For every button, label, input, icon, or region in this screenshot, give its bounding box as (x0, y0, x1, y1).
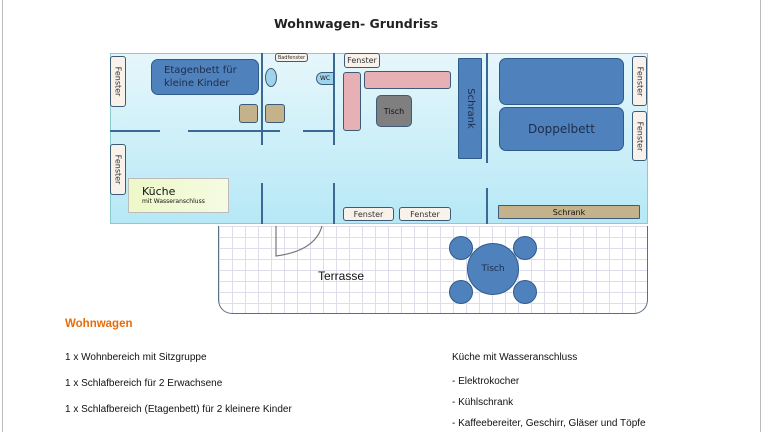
window-right-bottom: Fenster (632, 111, 647, 161)
window-label: Fenster (410, 209, 440, 219)
kitchen-heading: Küche mit Wasseranschluss (452, 352, 578, 363)
wall (110, 130, 160, 132)
window-label: Fenster (347, 56, 377, 65)
feature-item: 1 x Schlafbereich für 2 Erwachsene (65, 378, 223, 389)
kitchen-label: Küche (142, 185, 176, 198)
terrace-label: Terrasse (318, 269, 365, 283)
bunk-bed: Etagenbett für kleine Kinder (151, 59, 259, 95)
stool (239, 104, 258, 123)
window-bottom-2: Fenster (399, 207, 451, 221)
stool (265, 104, 285, 123)
sink-icon (265, 68, 277, 87)
wardrobe-vertical: Schrank (458, 58, 482, 159)
page-edge-right (760, 0, 761, 432)
table-label: Tisch (383, 106, 405, 116)
window-left-top: Fenster (110, 56, 126, 107)
wardrobe-label: Schrank (464, 88, 476, 129)
wall (486, 188, 488, 224)
kitchen: Küche mit Wasseranschluss (128, 178, 229, 213)
toilet-icon: WC (316, 72, 334, 85)
bathroom-window-label: Badfenster (277, 54, 306, 61)
wardrobe-horizontal: Schrank (498, 205, 640, 219)
wall (261, 183, 263, 224)
door-swing-icon (275, 226, 323, 257)
wall (303, 130, 333, 132)
window-label: Fenster (635, 66, 645, 96)
table: Tisch (376, 95, 412, 127)
double-bed-top (499, 58, 624, 105)
wall (333, 53, 335, 145)
wall (333, 183, 335, 224)
kitchen-sublabel: mit Wasseranschluss (142, 198, 205, 205)
wall (188, 130, 280, 132)
window-right-top: Fenster (632, 56, 647, 106)
terrace (218, 226, 648, 314)
section-heading: Wohnwagen (65, 318, 133, 330)
chair (449, 236, 473, 260)
window-label: Fenster (113, 154, 123, 185)
window-top-middle: Fenster (344, 53, 380, 68)
bunk-bed-label: Etagenbett für kleine Kinder (164, 65, 237, 89)
bench-left (343, 72, 361, 131)
feature-item: 1 x Schlafbereich (Etagenbett) für 2 kle… (65, 404, 292, 415)
window-label: Fenster (353, 209, 384, 219)
chair (449, 280, 473, 304)
window-label: Fenster (635, 121, 645, 151)
window-label: Fenster (113, 66, 123, 97)
wall (261, 53, 263, 145)
kitchen-item: - Kaffeebereiter, Geschirr, Gläser und T… (452, 418, 646, 429)
kitchen-item: - Kühlschrank (452, 397, 514, 408)
wc-label: WC (319, 75, 331, 82)
kitchen-item: - Elektrokocher (452, 376, 520, 387)
page-title: Wohnwagen- Grundriss (273, 16, 439, 31)
window-bottom-1: Fenster (343, 207, 394, 221)
wardrobe-label: Schrank (552, 207, 586, 217)
double-bed-label: Doppelbett (528, 122, 595, 136)
terrace-table: Tisch (467, 243, 519, 295)
chair (513, 236, 537, 260)
bathroom-window: Badfenster (275, 53, 308, 62)
feature-item: 1 x Wohnbereich mit Sitzgruppe (65, 352, 207, 363)
window-left-bottom: Fenster (110, 144, 126, 195)
page-edge-left (2, 0, 3, 432)
bench-top (364, 71, 451, 89)
terrace-table-label: Tisch (481, 264, 505, 274)
double-bed: Doppelbett (499, 107, 624, 151)
wall (486, 53, 488, 163)
chair (513, 280, 537, 304)
